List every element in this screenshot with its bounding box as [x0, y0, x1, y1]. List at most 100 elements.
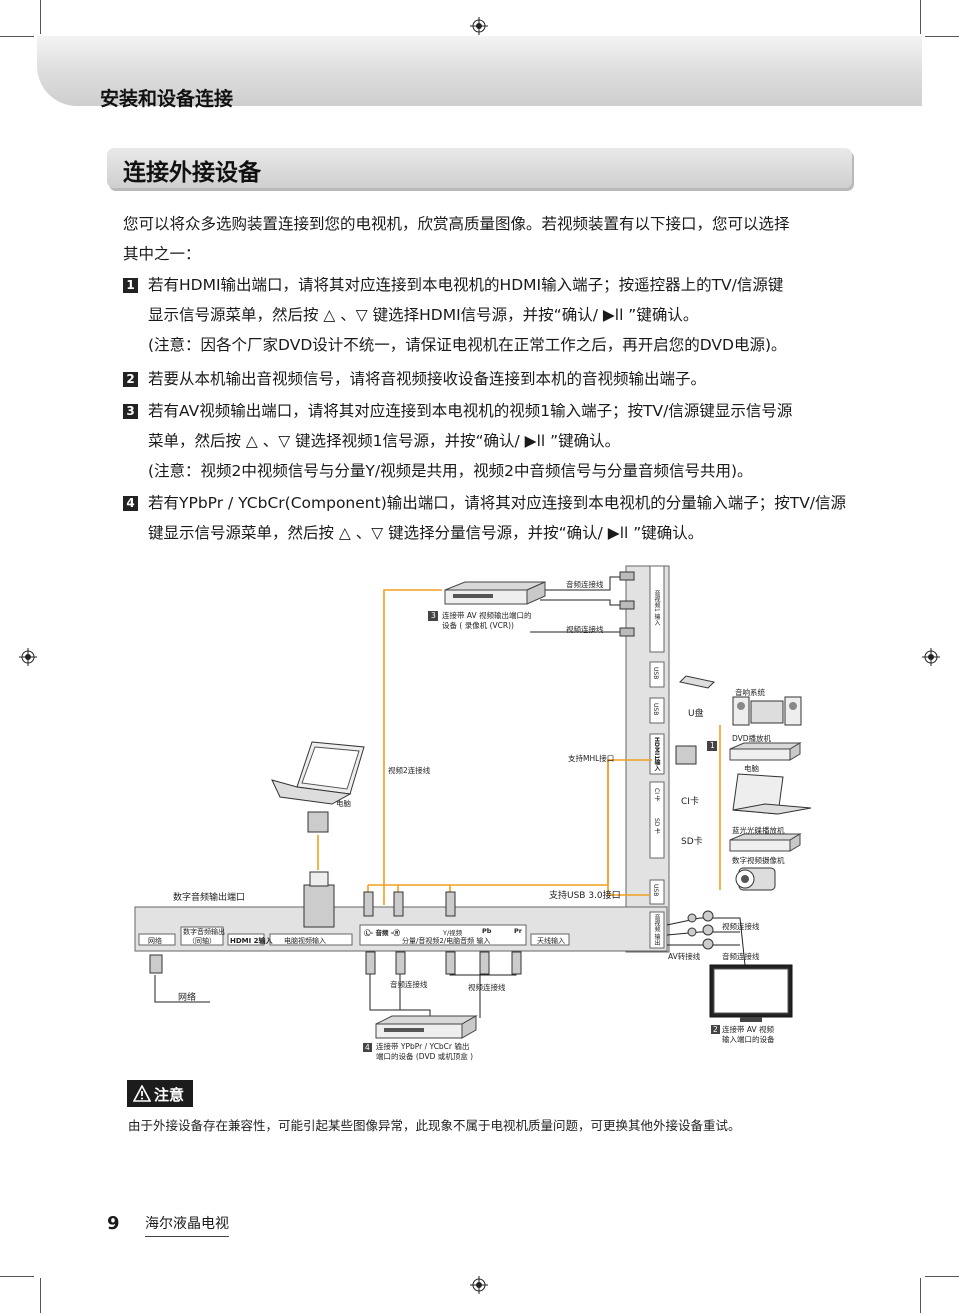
vcr-device-icon: [444, 581, 546, 605]
item-line: (注意：因各个厂家DVD设计不统一，请保证电视机在正常工作之后，再开启您的DVD…: [148, 336, 787, 354]
port-comp-in: 分量/音视频2/电脑音频 输入: [402, 937, 491, 945]
side-label-av-in: 音视频1 输入: [653, 590, 660, 626]
port-hdmi2: HDMI 2输入: [230, 937, 273, 945]
side-label-ci: CI 卡: [653, 788, 660, 802]
usb-disk-label: U盘: [688, 709, 704, 719]
bluray-player-icon: [729, 833, 802, 852]
hdmi1-port: [649, 733, 665, 775]
side-label-sd: SD 卡: [653, 818, 660, 835]
side-label-usb: USB: [652, 703, 659, 716]
header-band: [37, 36, 922, 106]
bluray-label: 蓝光光碟播放机: [732, 826, 785, 835]
caution-badge: 注意: [127, 1080, 193, 1107]
crop-mark: [925, 36, 959, 37]
intro-line: 其中之一：: [123, 245, 201, 263]
crop-mark: [40, 1278, 41, 1313]
badge-2: 2: [713, 1025, 718, 1034]
caution-label: 注意: [154, 1086, 185, 1104]
side-label-hdmi1: HDMI1输入: [653, 737, 660, 772]
port-pb: Pb: [482, 927, 492, 935]
item-line: 若有HDMI输出端口，请将其对应连接到本电视机的HDMI输入端子；按遥控器上的T…: [148, 276, 784, 294]
digital-audio-out-label: 数字音频输出端口: [173, 893, 246, 903]
port-pc-in: 电脑视频输入: [284, 937, 326, 945]
side-label-usb3: USB: [652, 884, 659, 897]
port-coax-out-2: （同轴）: [188, 937, 216, 945]
brand-name: 海尔液晶电视: [145, 1213, 229, 1237]
laptop-right-icon: [732, 773, 812, 815]
comp-device-label: 连接带 YPbPr / YCbCr 输出: [376, 1042, 470, 1051]
port-antenna: 天线输入: [537, 937, 565, 945]
item-line: 若要从本机输出音视频信号，请将音视频接收设备连接到本机的音视频输出端子。: [148, 370, 707, 388]
usb3-label: 支持USB 3.0接口: [549, 891, 621, 901]
vga-connector-icon: [303, 811, 335, 928]
port-pr: Pr: [514, 927, 522, 935]
badge-3: 3: [431, 611, 436, 620]
av1-in-port: [649, 565, 665, 653]
camcorder-label: 数字视频摄像机: [732, 856, 785, 865]
camcorder-icon: [735, 867, 776, 891]
section-heading: 安装和设备连接: [100, 88, 234, 110]
registration-mark-icon: [19, 648, 37, 666]
side-label-usb: USB: [652, 667, 659, 680]
registration-mark-icon: [922, 648, 940, 666]
item-line: 键显示信号源菜单，然后按 △ 、▽ 键选择分量信号源，并按“确认/ ▶ll ”键…: [148, 524, 704, 542]
page-number: 9: [107, 1213, 120, 1234]
vcr-video-cable-label: 视频连接线: [566, 625, 604, 634]
av-rca-plugs-icon: [687, 910, 714, 950]
bottom-video-cable-label: 视频连接线: [468, 983, 506, 992]
dvd-player-right-icon: [729, 742, 802, 761]
registration-mark-icon: [470, 1276, 488, 1294]
mhl-port-label: 支持MHL接口: [568, 754, 615, 763]
ci-sd-slot: [649, 781, 665, 859]
hdmi-plug-icon: [675, 745, 697, 765]
usb-stick-icon: [678, 675, 716, 689]
item-number: 4: [123, 496, 138, 511]
item-line: 若有YPbPr / YCbCr(Component)输出端口，请将其对应连接到本…: [148, 494, 847, 512]
laptop-icon: [271, 741, 365, 805]
page-title: 连接外接设备: [123, 160, 261, 186]
port-network: 网络: [148, 937, 162, 945]
item-number: 3: [123, 404, 138, 419]
port-y-video: Y/视频: [443, 929, 463, 937]
audio-system-label: 音响系统: [735, 688, 765, 697]
sd-card-label: SD卡: [681, 837, 703, 847]
av-cable-label: AV转接线: [668, 952, 701, 961]
crop-mark: [920, 0, 921, 34]
av-out-port: [649, 911, 665, 949]
crop-mark: [920, 1278, 921, 1313]
crop-mark: [40, 0, 41, 34]
vcr-device-label-2: 设备 ( 录像机 (VCR)): [442, 621, 514, 630]
badge-1: 1: [710, 741, 715, 750]
av-device-label-2: 输入端口的设备: [722, 1035, 775, 1044]
crop-mark: [925, 1276, 959, 1277]
network-plug-icon: [149, 954, 163, 974]
audio-system-icon: [732, 696, 802, 726]
tv-monitor-icon: [709, 964, 793, 1022]
item-1: 1 若有HDMI输出端口，请将其对应连接到本电视机的HDMI输入端子；按遥控器上的…: [123, 270, 883, 360]
item-line: (注意：视频2中视频信号与分量Y/视频是共用，视频2中音频信号与分量音频信号共用…: [148, 462, 753, 480]
comp-device-label-2: 端口的设备 (DVD 或机顶盒 ): [376, 1052, 474, 1061]
badge-4: 4: [365, 1043, 370, 1052]
ci-card-label: CI卡: [681, 797, 699, 807]
item-line: 显示信号源菜单，然后按 △ 、▽ 键选择HDMI信号源，并按“确认/ ▶ll ”…: [148, 306, 699, 324]
bottom-audio-cable-label: 音频连接线: [390, 980, 428, 989]
video2-cable-label: 视频2连接线: [388, 766, 431, 775]
usb-port-1: [649, 661, 665, 688]
port-audio-lr: Ⓛ- 音频 -Ⓡ: [364, 929, 400, 937]
registration-mark-icon: [470, 17, 488, 35]
side-video-cable-label: 视频连接线: [722, 922, 760, 931]
item-number: 1: [123, 278, 138, 293]
item-line: 菜单，然后按 △ 、▽ 键选择视频1信号源，并按“确认/ ▶ll ”键确认。: [148, 432, 621, 450]
caution-text: 由于外接设备存在兼容性，可能引起某些图像异常，此现象不属于电视机质量问题，可更换…: [128, 1118, 741, 1133]
computer-label: 电脑: [744, 764, 759, 773]
usb-port-2: [649, 697, 665, 724]
port-coax-out: 数字音频输出: [183, 928, 225, 936]
item-number: 2: [123, 372, 138, 387]
dvd-player-bottom-icon: [375, 1015, 478, 1039]
pc-label: 电脑: [336, 799, 351, 808]
usb3-port: [649, 879, 665, 905]
side-audio-cable-label: 音频连接线: [722, 952, 760, 961]
warning-icon: [133, 1085, 151, 1102]
